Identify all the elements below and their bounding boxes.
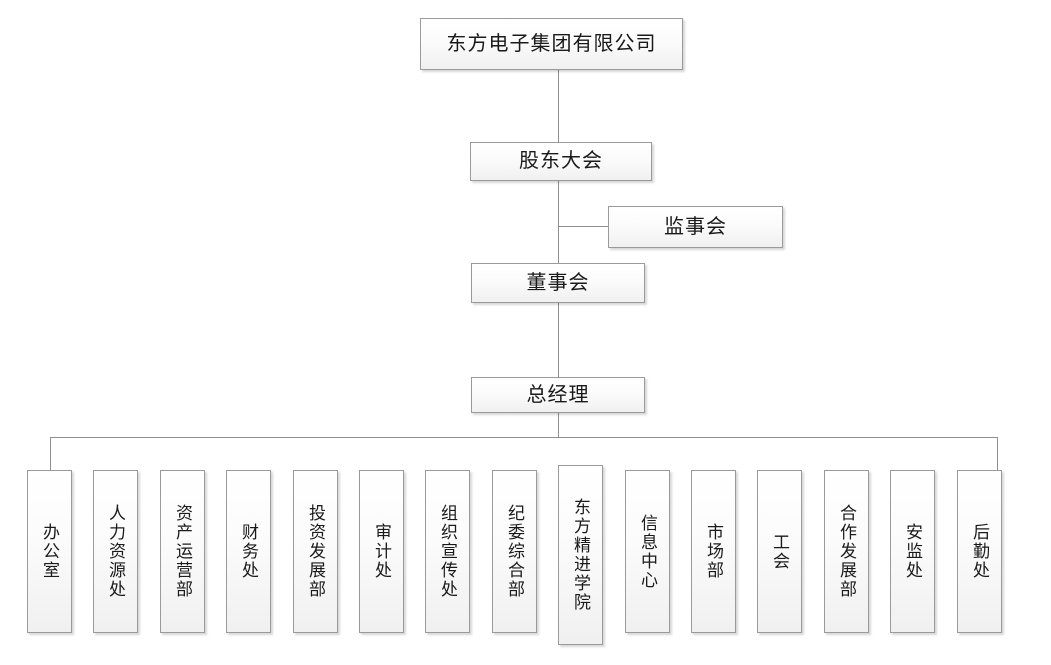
department-box[interactable]: 纪委综合部 [492, 470, 537, 633]
department-label: 信息中心 [638, 513, 657, 590]
connector-branch-to-supervisors [558, 226, 609, 227]
department-label: 组织宣传处 [438, 504, 457, 599]
connector-directors-to-general-manager [558, 303, 559, 377]
department-label: 市场部 [704, 523, 723, 580]
node-shareholders-meeting[interactable]: 股东大会 [470, 142, 652, 181]
node-general-manager[interactable]: 总经理 [471, 377, 645, 413]
department-label: 工会 [770, 532, 789, 571]
department-box[interactable]: 后勤处 [957, 470, 1002, 633]
department-label: 后勤处 [970, 523, 989, 580]
department-box[interactable]: 审计处 [359, 470, 404, 633]
department-box[interactable]: 人力资源处 [93, 470, 138, 633]
department-label: 投资发展部 [306, 504, 325, 599]
node-board-of-directors-label: 董事会 [526, 271, 590, 294]
department-box[interactable]: 安监处 [890, 470, 935, 633]
department-label: 审计处 [372, 523, 391, 580]
department-box[interactable]: 组织宣传处 [425, 470, 470, 633]
department-label: 合作发展部 [837, 504, 856, 599]
department-label: 安监处 [903, 523, 922, 580]
node-board-of-directors[interactable]: 董事会 [471, 263, 645, 303]
department-box[interactable]: 办公室 [27, 470, 72, 633]
connector-shareholders-to-directors [558, 181, 559, 263]
department-box[interactable]: 资产运营部 [160, 470, 205, 633]
department-box[interactable]: 投资发展部 [293, 470, 338, 633]
department-label: 财务处 [239, 523, 258, 580]
node-general-manager-label: 总经理 [526, 383, 590, 406]
department-box[interactable]: 信息中心 [625, 470, 670, 633]
department-label: 东方精进学院 [571, 498, 590, 612]
department-label: 人力资源处 [106, 504, 125, 599]
department-box[interactable]: 工会 [757, 470, 802, 633]
department-label: 资产运营部 [173, 504, 192, 599]
node-company[interactable]: 东方电子集团有限公司 [420, 18, 683, 70]
department-label: 办公室 [40, 523, 59, 580]
connector-bus-to-last-department [997, 437, 998, 470]
node-board-of-supervisors-label: 监事会 [664, 215, 727, 238]
department-box[interactable]: 合作发展部 [824, 470, 869, 633]
node-board-of-supervisors[interactable]: 监事会 [608, 206, 783, 248]
department-box[interactable]: 东方精进学院 [558, 465, 603, 645]
connector-company-to-shareholders [558, 70, 559, 142]
department-label: 纪委综合部 [505, 504, 524, 599]
department-bus-line [50, 437, 998, 438]
department-box[interactable]: 财务处 [226, 470, 271, 633]
node-shareholders-meeting-label: 股东大会 [519, 150, 603, 173]
node-company-label: 东方电子集团有限公司 [446, 32, 657, 55]
connector-bus-to-first-department [50, 437, 51, 470]
department-box[interactable]: 市场部 [691, 470, 736, 633]
connector-general-manager-to-bus [558, 413, 559, 438]
